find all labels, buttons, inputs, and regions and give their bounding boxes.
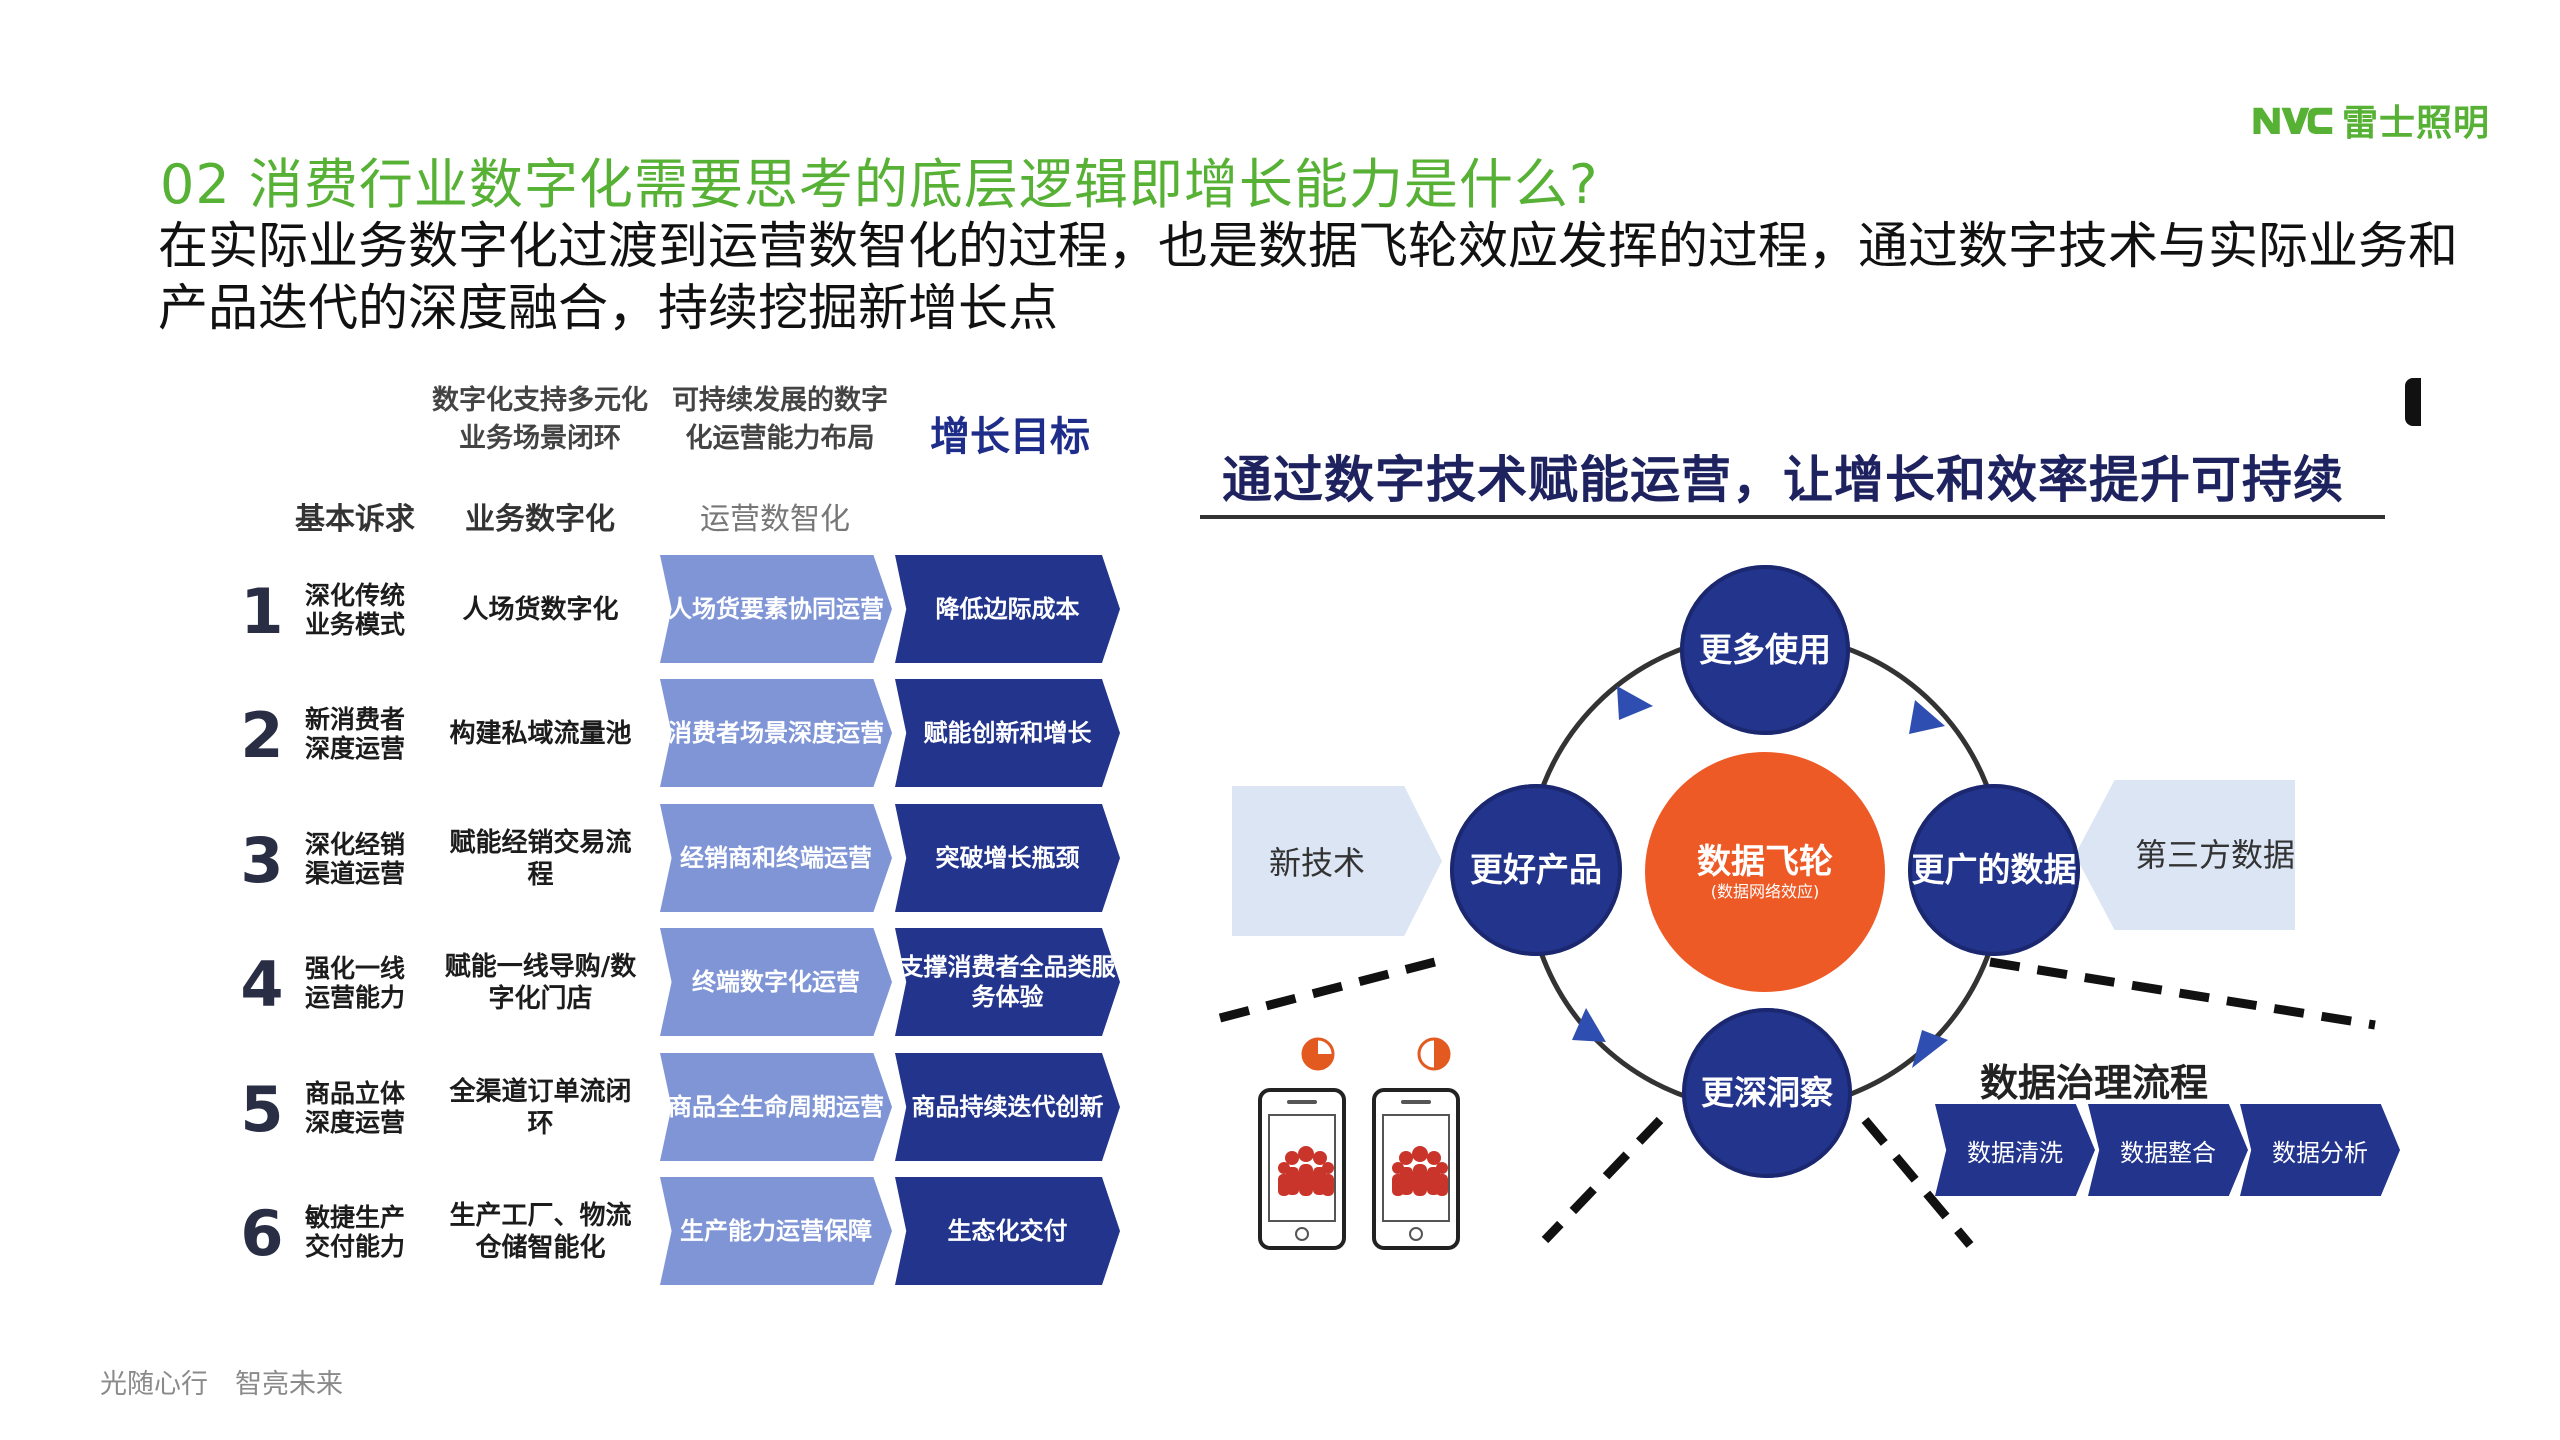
table-row: 5 商品立体深度运营 全渠道订单流闭环 商品全生命周期运营 商品持续迭代创新 (0, 1053, 1130, 1163)
row-number: 2 (240, 699, 284, 772)
row-biz: 赋能经销交易流程 (449, 828, 632, 890)
input-third-party-data: 第三方数据 (2075, 780, 2295, 930)
row-number: 4 (240, 948, 284, 1021)
slide-subtitle: 在实际业务数字化过渡到运营数智化的过程，也是数据飞轮效应发挥的过程，通过数字技术… (158, 217, 2458, 337)
diagram-title-rule (1200, 515, 2385, 519)
row-need: 新消费者深度运营 (305, 705, 406, 763)
table-row: 6 敏捷生产交付能力 生产工厂、物流仓储智能化 生产能力运营保障 生态化交付 (0, 1177, 1130, 1287)
brand-logo: 雷士照明 (2250, 98, 2490, 144)
row-ops-chevron: 生产能力运营保障 (660, 1177, 892, 1285)
row-biz: 人场货数字化 (462, 595, 619, 625)
flywheel-center-node: 数据飞轮 (数据网络效应) (1645, 752, 1885, 992)
brand-name: 雷士照明 (2341, 103, 2490, 144)
row-number: 3 (240, 824, 284, 897)
row-need: 深化经销渠道运营 (305, 830, 406, 888)
governance-title: 数据治理流程 (1980, 1060, 2209, 1105)
node-deeper-insight: 更深洞察 (1682, 1008, 1852, 1178)
row-goal-chevron: 生态化交付 (895, 1177, 1120, 1285)
row-need: 敏捷生产交付能力 (305, 1203, 406, 1261)
row-need: 强化一线运营能力 (305, 954, 406, 1012)
users-group-icon (1278, 1146, 1334, 1196)
row-goal-chevron: 突破增长瓶颈 (895, 804, 1120, 912)
governance-step: 数据分析 (2240, 1104, 2400, 1196)
footer-slogan: 光随心行 智亮未来 (100, 1369, 343, 1400)
row-biz: 构建私域流量池 (449, 719, 632, 749)
row-goal-chevron: 降低边际成本 (895, 555, 1120, 663)
cycle-arrow-icon (1909, 700, 1945, 734)
nvc-logo-icon (2253, 107, 2333, 134)
row-biz: 赋能一线导购/数字化门店 (444, 952, 637, 1014)
row-ops-chevron: 消费者场景深度运营 (660, 679, 892, 787)
column-header-biz: 数字化支持多元化业务场景闭环 (432, 385, 648, 454)
row-biz: 生产工厂、物流仓储智能化 (449, 1201, 632, 1263)
row-goal-chevron: 赋能创新和增长 (895, 679, 1120, 787)
row-number: 5 (240, 1073, 284, 1146)
row-biz: 全渠道订单流闭环 (449, 1077, 632, 1139)
corner-mark (2405, 378, 2421, 426)
column-header-ops: 可持续发展的数字化运营能力布局 (672, 385, 888, 454)
table-row: 3 深化经销渠道运营 赋能经销交易流程 经销商和终端运营 突破增长瓶颈 (0, 804, 1130, 914)
subheader-biz: 业务数字化 (465, 502, 615, 537)
cycle-arrow-icon (1572, 1008, 1606, 1042)
row-number: 1 (240, 575, 284, 648)
dashed-line (1541, 1116, 1664, 1244)
slide-title: 02 消费行业数字化需要思考的底层逻辑即增长能力是什么? (160, 153, 1599, 216)
row-need: 深化传统业务模式 (305, 581, 406, 639)
governance-step: 数据清洗 (1935, 1104, 2095, 1196)
cycle-arrow-icon (1617, 686, 1653, 720)
node-broader-data: 更广的数据 (1908, 784, 2080, 956)
row-ops-chevron: 商品全生命周期运营 (660, 1053, 892, 1161)
subheader-ops: 运营数智化 (700, 502, 850, 537)
center-main-label: 数据飞轮 (1697, 842, 1833, 882)
governance-step: 数据整合 (2088, 1104, 2248, 1196)
users-group-icon (1392, 1146, 1448, 1196)
phone-icon (1258, 1088, 1346, 1250)
dashed-line (1989, 957, 2376, 1030)
cycle-arrow-icon (1912, 1030, 1948, 1068)
node-better-product: 更好产品 (1450, 784, 1622, 956)
row-ops-chevron: 经销商和终端运营 (660, 804, 892, 912)
row-number: 6 (240, 1197, 284, 1270)
row-need: 商品立体深度运营 (305, 1079, 406, 1137)
dashed-line (1861, 1117, 1974, 1248)
table-row: 1 深化传统业务模式 人场货数字化 人场货要素协同运营 降低边际成本 (0, 555, 1130, 665)
dashed-line (1218, 953, 1452, 1023)
row-ops-chevron: 终端数字化运营 (660, 928, 892, 1036)
row-goal-chevron: 商品持续迭代创新 (895, 1053, 1120, 1161)
table-row: 2 新消费者深度运营 构建私域流量池 消费者场景深度运营 赋能创新和增长 (0, 679, 1130, 789)
center-sub-label: (数据网络效应) (1710, 882, 1820, 901)
subheader-need: 基本诉求 (295, 502, 415, 537)
node-more-usage: 更多使用 (1680, 565, 1850, 735)
diagram-title: 通过数字技术赋能运营，让增长和效率提升可持续 (1222, 451, 2344, 509)
row-ops-chevron: 人场货要素协同运营 (660, 555, 892, 663)
row-goal-chevron: 支撑消费者全品类服务体验 (895, 928, 1120, 1036)
table-row: 4 强化一线运营能力 赋能一线导购/数字化门店 终端数字化运营 支撑消费者全品类… (0, 928, 1130, 1038)
phone-icon (1372, 1088, 1460, 1250)
input-new-tech: 新技术 (1232, 786, 1442, 936)
column-header-goal: 增长目标 (930, 414, 1090, 460)
